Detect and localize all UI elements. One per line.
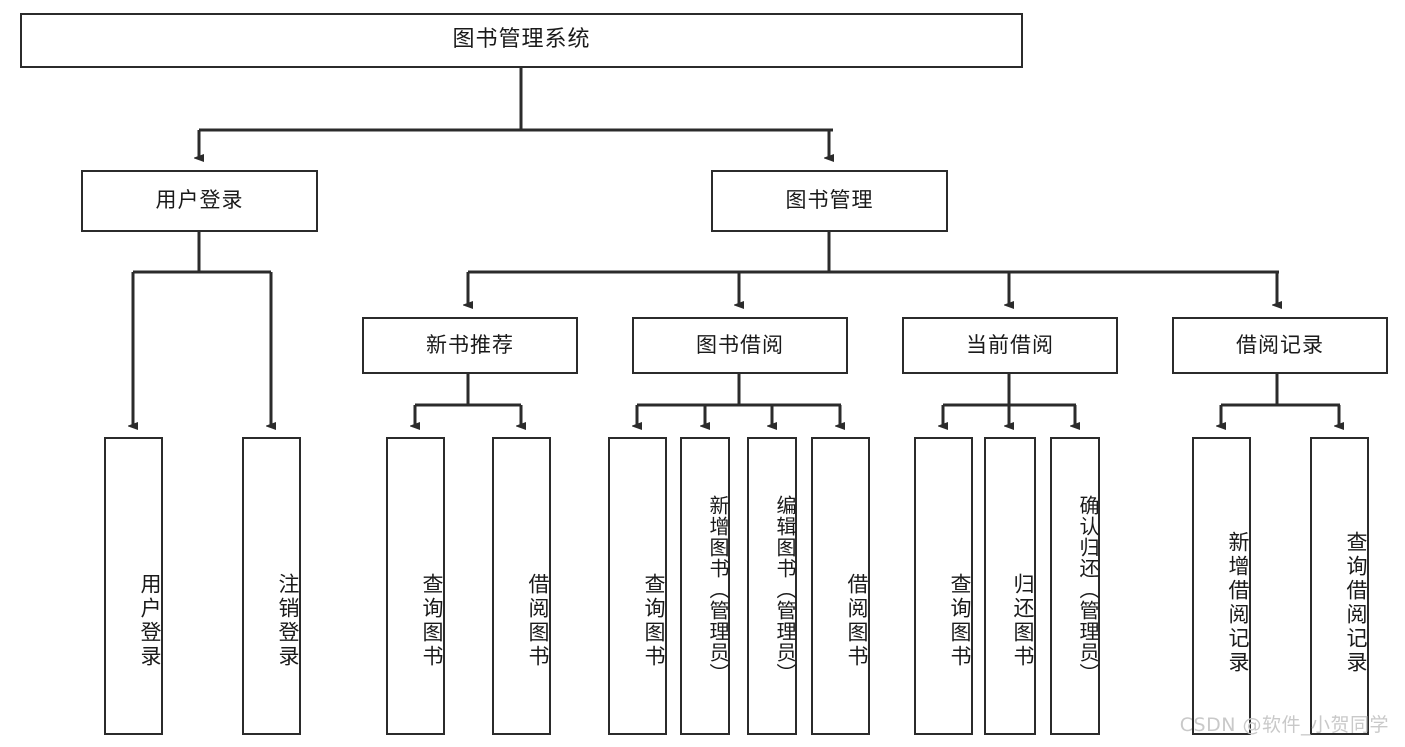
node-label: 当前借阅 [966,332,1054,357]
node-root-book-management-system[interactable]: 图书管理系统 [20,13,1023,68]
node-label: 查询图书 [948,573,972,669]
node-label: 查询借阅记录 [1344,531,1368,675]
node-new-book-recommendation[interactable]: 新书推荐 [362,317,578,374]
node-borrow-records[interactable]: 借阅记录 [1172,317,1388,374]
node-book-management[interactable]: 图书管理 [711,170,948,232]
node-label: 图书管理系统 [452,27,591,53]
node-leaf-query-book-current[interactable]: 查询图书 [914,437,973,735]
node-book-borrow[interactable]: 图书借阅 [632,317,848,374]
node-user-login[interactable]: 用户登录 [81,170,318,232]
node-label: 借阅图书 [526,573,550,669]
node-label: 新增借阅记录 [1226,531,1250,675]
node-label: 确认归还（管理员） [1076,494,1100,684]
node-leaf-borrow-book-borrow[interactable]: 借阅图书 [811,437,870,735]
node-label: 用户登录 [138,573,162,669]
node-label: 用户登录 [155,188,244,213]
node-leaf-edit-book-admin[interactable]: 编辑图书（管理员） [747,437,797,735]
node-label: 借阅图书 [845,573,869,669]
node-leaf-confirm-return-admin[interactable]: 确认归还（管理员） [1050,437,1100,735]
node-leaf-add-book-admin[interactable]: 新增图书（管理员） [680,437,730,735]
node-current-borrow[interactable]: 当前借阅 [902,317,1118,374]
node-leaf-user-login[interactable]: 用户登录 [104,437,163,735]
node-label: 图书借阅 [696,332,784,357]
node-label: 新书推荐 [426,332,514,357]
node-leaf-borrow-book-recommendation[interactable]: 借阅图书 [492,437,551,735]
node-leaf-return-book[interactable]: 归还图书 [984,437,1036,735]
node-label: 图书管理 [785,188,874,213]
node-label: 查询图书 [642,573,666,669]
node-leaf-query-borrow-record[interactable]: 查询借阅记录 [1310,437,1369,735]
node-label: 新增图书（管理员） [706,494,730,684]
node-leaf-logout[interactable]: 注销登录 [242,437,301,735]
node-leaf-query-book-borrow[interactable]: 查询图书 [608,437,667,735]
node-label: 编辑图书（管理员） [773,494,797,684]
node-label: 注销登录 [276,573,300,669]
node-label: 借阅记录 [1236,332,1324,357]
node-leaf-query-book-recommendation[interactable]: 查询图书 [386,437,445,735]
node-label: 查询图书 [420,573,444,669]
node-label: 归还图书 [1011,573,1035,669]
node-leaf-add-borrow-record[interactable]: 新增借阅记录 [1192,437,1251,735]
